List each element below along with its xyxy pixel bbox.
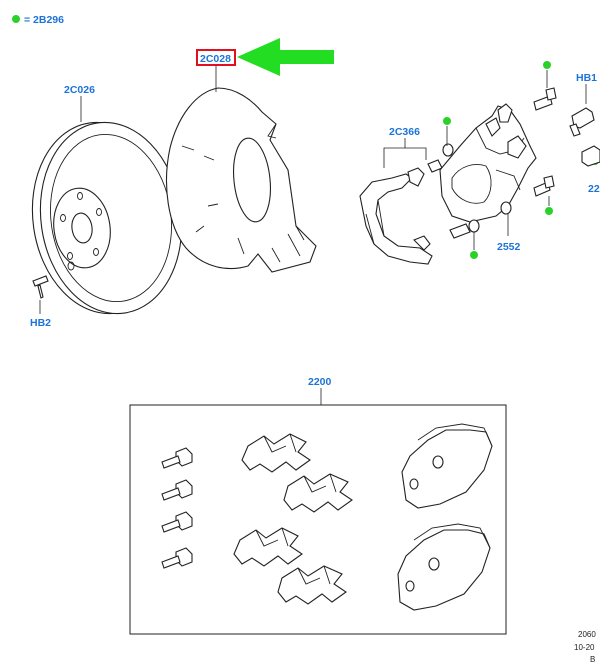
- legend-text: = 2B296: [24, 14, 64, 26]
- splash-shield[interactable]: [165, 87, 317, 273]
- marker-dot-icon: [545, 207, 553, 215]
- footer-line-2: 10-20: [574, 643, 595, 652]
- legend: = 2B296: [12, 14, 64, 26]
- edge-small-part[interactable]: [581, 145, 600, 167]
- label-edge-cut[interactable]: 22: [588, 183, 600, 195]
- caliper-bolt-upper[interactable]: [533, 87, 557, 111]
- label-shield[interactable]: 2C028: [200, 53, 231, 65]
- brake-pad-top[interactable]: [401, 423, 493, 509]
- kit-bolt[interactable]: [161, 447, 193, 469]
- marker-dot-icon: [470, 251, 478, 259]
- highlight-box: [196, 49, 236, 66]
- pad-kit-bolts[interactable]: [161, 447, 193, 569]
- brake-rotor[interactable]: [20, 113, 193, 323]
- highlight-arrow-icon: [237, 38, 334, 76]
- kit-bolt[interactable]: [161, 547, 193, 569]
- brake-pad-bottom[interactable]: [397, 523, 491, 611]
- label-caliper[interactable]: 2552: [497, 241, 521, 253]
- anti-rattle-clip-bottom[interactable]: [233, 527, 347, 605]
- caliper-body[interactable]: [439, 103, 537, 233]
- label-bolt-top-right[interactable]: HB1: [576, 72, 597, 84]
- label-rotor[interactable]: 2C026: [64, 84, 95, 96]
- label-pad-kit[interactable]: 2200: [308, 376, 332, 388]
- kit-bolt[interactable]: [161, 479, 193, 501]
- footer-line-1: 2060: [578, 630, 596, 639]
- rotor-screw[interactable]: [32, 275, 49, 299]
- caliper-bolt-lower[interactable]: [533, 175, 555, 197]
- pad-kit-frame: [129, 404, 507, 635]
- footer-reference: 2060 10-20 B: [574, 630, 596, 664]
- label-rotor-screw[interactable]: HB2: [30, 317, 51, 329]
- legend-dot-icon: [12, 15, 20, 23]
- marker-dot-icon: [543, 61, 551, 69]
- top-right-bolt[interactable]: [569, 107, 595, 137]
- marker-dot-icon: [443, 117, 451, 125]
- kit-bolt[interactable]: [161, 511, 193, 533]
- footer-line-3: B: [590, 655, 595, 664]
- anti-rattle-clip-top[interactable]: [241, 433, 353, 513]
- label-bracket[interactable]: 2C366: [389, 126, 420, 138]
- caliper-bracket[interactable]: [359, 159, 471, 265]
